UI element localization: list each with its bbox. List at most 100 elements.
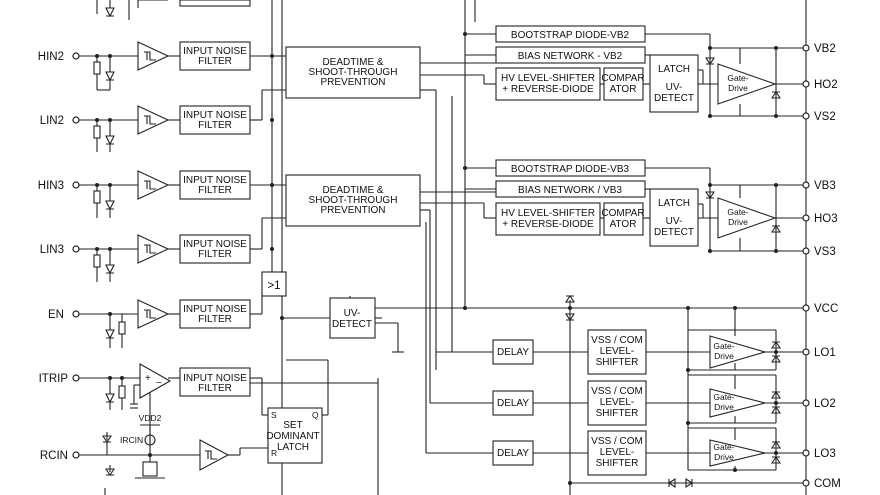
svg-text:PREVENTION: PREVENTION xyxy=(320,77,385,88)
vss-shift-box-1 xyxy=(587,329,647,375)
hin1-protection-partial xyxy=(96,0,115,18)
pin-rcin: RCIN xyxy=(40,450,68,462)
svg-text:FILTER: FILTER xyxy=(198,249,232,260)
filter-boxes xyxy=(179,0,251,397)
svg-text:SHOOT-THROUGH: SHOOT-THROUGH xyxy=(309,195,398,206)
uv-detect-box xyxy=(329,297,376,339)
deadtime-labels: DEADTIME & SHOOT-THROUGH PREVENTION DEAD… xyxy=(309,57,398,216)
schmitt-lin2 xyxy=(137,105,170,135)
svg-text:BIAS NETWORK / VB3: BIAS NETWORK / VB3 xyxy=(518,185,622,196)
latch-uv-2-box xyxy=(649,54,699,113)
uv-detect-label-2: DETECT xyxy=(332,319,372,330)
svg-text:Gate-: Gate- xyxy=(713,442,734,452)
svg-text:DELAY: DELAY xyxy=(497,398,529,409)
pin-hin3: HIN3 xyxy=(38,180,64,192)
comparator-plus: + xyxy=(145,373,151,384)
svg-text:DEADTIME &: DEADTIME & xyxy=(322,57,383,68)
svg-text:INPUT NOISE: INPUT NOISE xyxy=(183,110,247,121)
junction-dots xyxy=(95,32,778,485)
svg-text:FILTER: FILTER xyxy=(198,120,232,131)
itrip-protection xyxy=(105,378,140,410)
svg-text:INPUT NOISE: INPUT NOISE xyxy=(183,175,247,186)
rcin-components xyxy=(101,424,165,495)
schmitt-hin3 xyxy=(137,170,170,200)
svg-text:Drive: Drive xyxy=(714,402,734,412)
svg-text:INPUT NOISE: INPUT NOISE xyxy=(183,239,247,250)
schmitt-top-partial xyxy=(137,0,168,8)
comparator-3-box xyxy=(603,202,644,236)
comparator-2-box xyxy=(603,67,644,101)
en-protection xyxy=(105,314,126,348)
set-latch-labels: SET DOMINANT LATCH S Q R xyxy=(266,410,319,458)
svg-text:LATCH: LATCH xyxy=(277,442,309,453)
gate-drive-lo1 xyxy=(709,335,767,369)
pin-lo1: LO1 xyxy=(814,347,836,359)
svg-text:Drive: Drive xyxy=(714,452,734,462)
svg-text:FILTER: FILTER xyxy=(198,185,232,196)
svg-text:HV LEVEL-SHIFTER: HV LEVEL-SHIFTER xyxy=(501,73,595,84)
pin-lin3: LIN3 xyxy=(40,244,64,256)
svg-text:FILTER: FILTER xyxy=(198,56,232,67)
svg-text:BOOTSTRAP DIODE-VB3: BOOTSTRAP DIODE-VB3 xyxy=(511,164,630,175)
pin-vs3: VS3 xyxy=(814,246,836,258)
gate-drive-ho2 xyxy=(717,63,777,105)
svg-text:VSS / COM: VSS / COM xyxy=(591,436,643,447)
svg-text:VSS / COM: VSS / COM xyxy=(591,386,643,397)
latch-uv-3-box xyxy=(649,188,699,247)
output-diodes xyxy=(564,57,782,489)
svg-text:INPUT NOISE: INPUT NOISE xyxy=(183,304,247,315)
gate-drive-ho3 xyxy=(717,197,777,239)
schmitt-hin2 xyxy=(137,41,170,71)
svg-text:FILTER: FILTER xyxy=(198,314,232,325)
hin2-protection xyxy=(93,56,115,91)
set-latch-box xyxy=(267,407,323,464)
svg-text:INPUT NOISE: INPUT NOISE xyxy=(183,46,247,57)
svg-text:COMPAR: COMPAR xyxy=(601,208,644,219)
delay-box-2 xyxy=(492,390,534,416)
svg-text:Drive: Drive xyxy=(714,351,734,361)
svg-text:DELAY: DELAY xyxy=(497,347,529,358)
svg-text:+ REVERSE-DIODE: + REVERSE-DIODE xyxy=(502,84,594,95)
svg-text:DELAY: DELAY xyxy=(497,448,529,459)
svg-text:INPUT NOISE: INPUT NOISE xyxy=(183,373,247,384)
schmitt-lin3 xyxy=(137,234,170,264)
svg-text:DETECT: DETECT xyxy=(654,93,694,104)
pin-ho2: HO2 xyxy=(814,79,838,91)
gate-drive-lo3 xyxy=(709,439,766,467)
or-gate-box xyxy=(261,271,287,297)
deadtime-box-3 xyxy=(285,174,421,227)
svg-text:Gate-: Gate- xyxy=(713,392,734,402)
svg-text:Gate-: Gate- xyxy=(727,207,748,217)
svg-text:S: S xyxy=(271,410,277,420)
ircin-label: IRCIN xyxy=(120,435,143,445)
levelshift-3-box xyxy=(495,202,601,236)
bootstrap-vb2-box xyxy=(495,25,646,43)
svg-text:Drive: Drive xyxy=(728,83,748,93)
svg-text:PREVENTION: PREVENTION xyxy=(320,205,385,216)
or-gate-label: >1 xyxy=(267,280,280,292)
pin-hin2: HIN2 xyxy=(38,51,64,63)
vdd2-label: VDD2 xyxy=(139,413,162,423)
svg-text:SET: SET xyxy=(283,420,302,431)
svg-text:UV-: UV- xyxy=(666,82,683,93)
svg-text:LEVEL-: LEVEL- xyxy=(600,346,634,357)
schmitt-buffers xyxy=(137,0,230,471)
vss-shift-box-3 xyxy=(587,430,647,476)
schmitt-en xyxy=(137,299,170,329)
pin-lin2: LIN2 xyxy=(40,115,64,127)
pin-vcc: VCC xyxy=(814,303,838,315)
svg-text:FILTER: FILTER xyxy=(198,383,232,394)
gate-drive-lo2 xyxy=(709,388,766,418)
svg-text:HV LEVEL-SHIFTER: HV LEVEL-SHIFTER xyxy=(501,208,595,219)
schmitt-rcin xyxy=(199,439,230,471)
svg-text:SHIFTER: SHIFTER xyxy=(596,458,639,469)
svg-text:SHIFTER: SHIFTER xyxy=(596,408,639,419)
svg-text:DETECT: DETECT xyxy=(654,227,694,238)
svg-text:BOOTSTRAP DIODE-VB2: BOOTSTRAP DIODE-VB2 xyxy=(511,30,630,41)
svg-text:BIAS NETWORK - VB2: BIAS NETWORK - VB2 xyxy=(518,51,623,62)
svg-text:LEVEL-: LEVEL- xyxy=(600,397,634,408)
uv-detect-label-1: UV- xyxy=(344,308,361,319)
svg-text:R: R xyxy=(271,448,277,458)
low-side-labels: DELAY DELAY DELAY VSS / COM LEVEL- SHIFT… xyxy=(497,335,735,469)
